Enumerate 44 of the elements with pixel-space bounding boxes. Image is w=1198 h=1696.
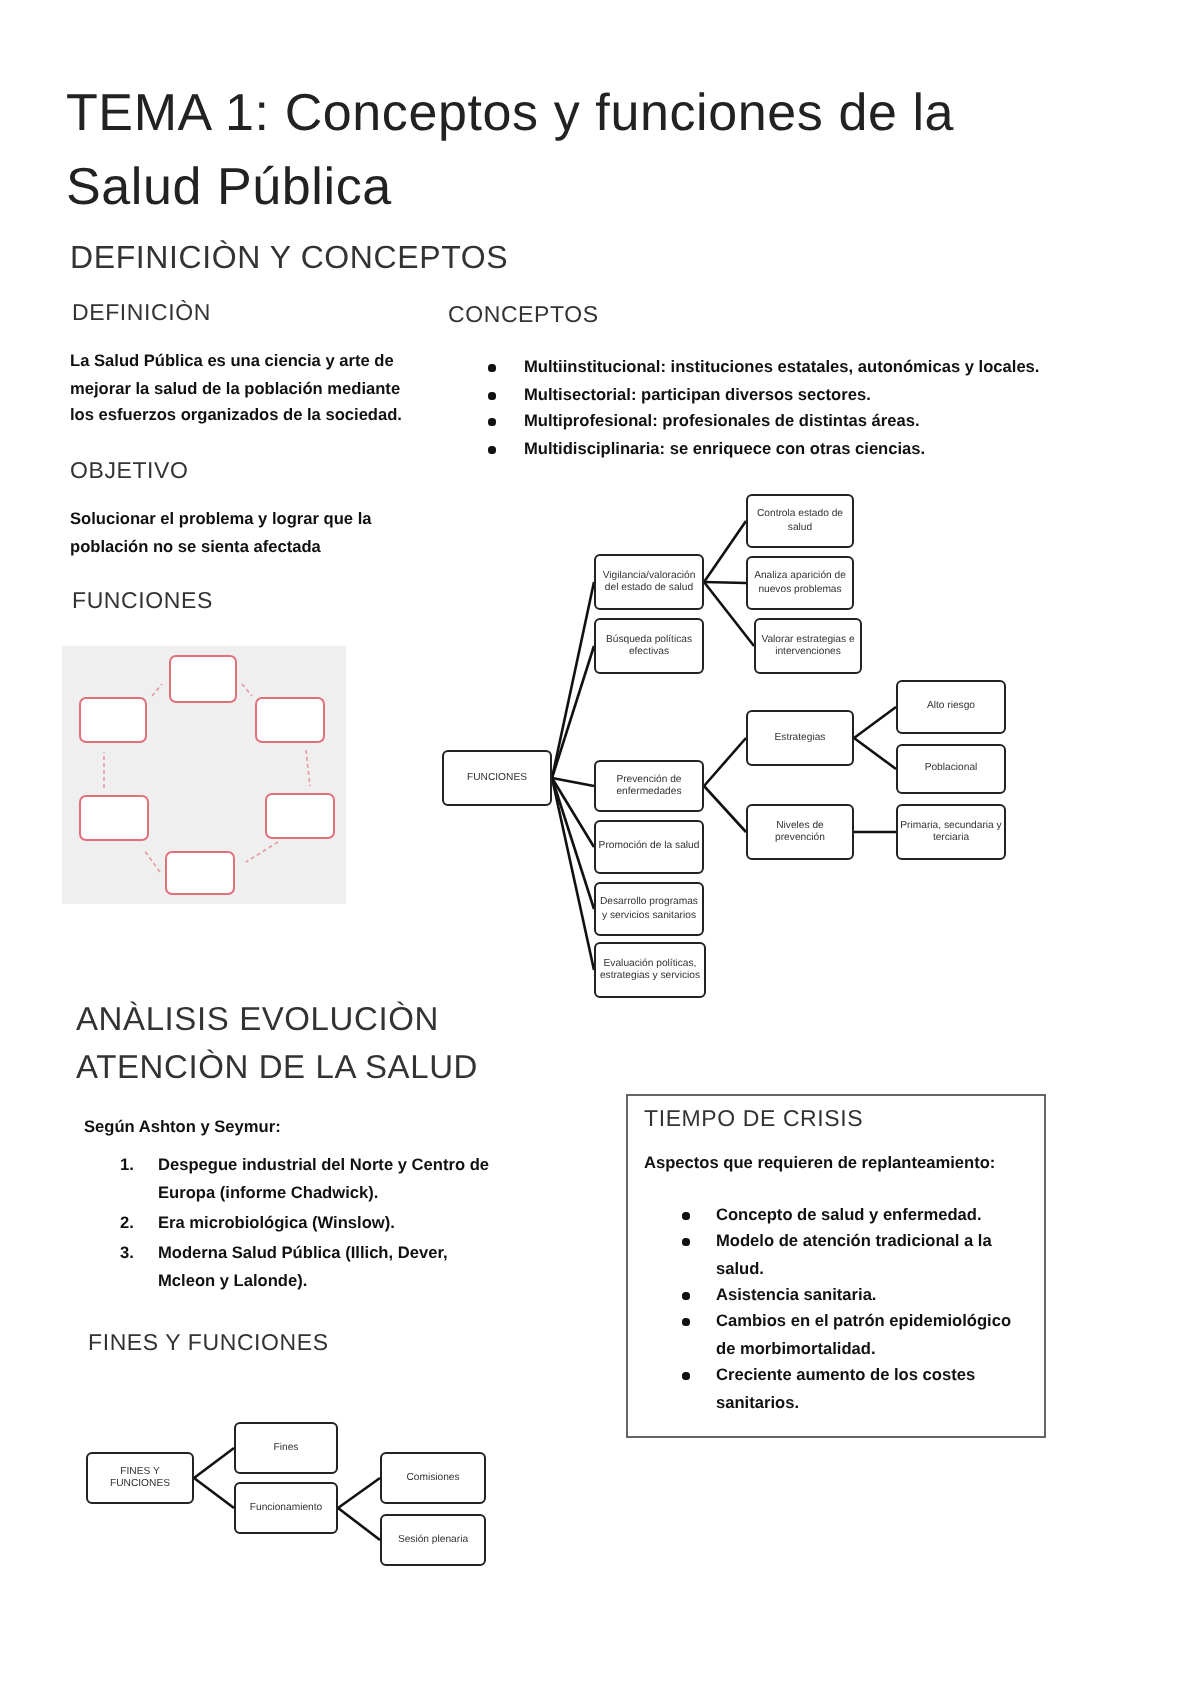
- body-text: Aspectos que requieren de replanteamiento:: [644, 1150, 998, 1176]
- connector-line: [702, 581, 756, 647]
- subsection-heading: OBJETIVO: [70, 458, 191, 488]
- connector-line: [550, 645, 596, 779]
- body-text: Era microbiológica (Winslow).: [158, 1210, 397, 1236]
- bullet-text: Modelo de atención tradicional a la salud.: [716, 1228, 994, 1281]
- connector-line: [337, 1476, 381, 1510]
- body-text: La Salud Pública es una ciencia y arte de mejorar la salud de la población mediante los esfuerzos organizados de la sociedad.: [70, 348, 404, 428]
- body-text: 1.: [120, 1152, 136, 1178]
- page-title: TEMA 1: Conceptos y funciones de la Salud Pública: [66, 80, 957, 220]
- connector-line: [853, 736, 897, 771]
- bullet-text: Multiprofesional: profesionales de distintas áreas.: [524, 408, 922, 434]
- connector-line: [854, 830, 896, 834]
- connector-line: [193, 1476, 235, 1510]
- connector-line: [550, 777, 596, 848]
- panel-heading: TIEMPO DE CRISIS: [644, 1106, 866, 1136]
- subsection-heading: FUNCIONES: [72, 588, 215, 618]
- subsection-heading: FINES Y FUNCIONES: [88, 1330, 331, 1360]
- connector-line: [193, 1446, 235, 1480]
- body-text: 3.: [120, 1240, 136, 1266]
- connector-line: [703, 785, 747, 833]
- bullet-text: Multisectorial: participan diversos sectores.: [524, 382, 873, 408]
- body-text: Según Ashton y Seymur:: [84, 1114, 283, 1140]
- body-text: Moderna Salud Pública (Illich, Dever, Mcleon y Lalonde).: [158, 1240, 450, 1294]
- bullet-text: Concepto de salud y enfermedad.: [716, 1202, 984, 1228]
- text-panel: [626, 1094, 1046, 1438]
- subsection-heading: CONCEPTOS: [448, 302, 601, 332]
- connector-line: [703, 737, 747, 787]
- body-text: 2.: [120, 1210, 136, 1236]
- subsection-heading: DEFINICIÒN: [72, 300, 213, 330]
- section-heading: ANÀLISIS EVOLUCIÒN ATENCIÒN DE LA SALUD: [76, 999, 480, 1090]
- connector-line: [853, 705, 897, 740]
- connector-line: [551, 776, 595, 788]
- connector-line: [703, 580, 747, 585]
- bullet-text: Creciente aumento de los costes sanitarios.: [716, 1362, 978, 1415]
- bullet-text: Asistencia sanitaria.: [716, 1282, 879, 1308]
- body-text: Solucionar el problema y lograr que la población no se sienta afectada: [70, 506, 374, 560]
- connector-line: [702, 520, 748, 583]
- bullet-text: Cambios en el patrón epidemiológico de morbimortalidad.: [716, 1308, 1014, 1361]
- body-text: Despegue industrial del Norte y Centro de Europa (informe Chadwick).: [158, 1152, 492, 1206]
- bullet-text: Multidisciplinaria: se enriquece con otras ciencias.: [524, 436, 928, 462]
- section-heading: DEFINICIÒN Y CONCEPTOS: [70, 240, 511, 280]
- connector-line: [337, 1506, 381, 1542]
- bullet-text: Multiinstitucional: instituciones estatales, autonómicas y locales.: [524, 354, 1042, 380]
